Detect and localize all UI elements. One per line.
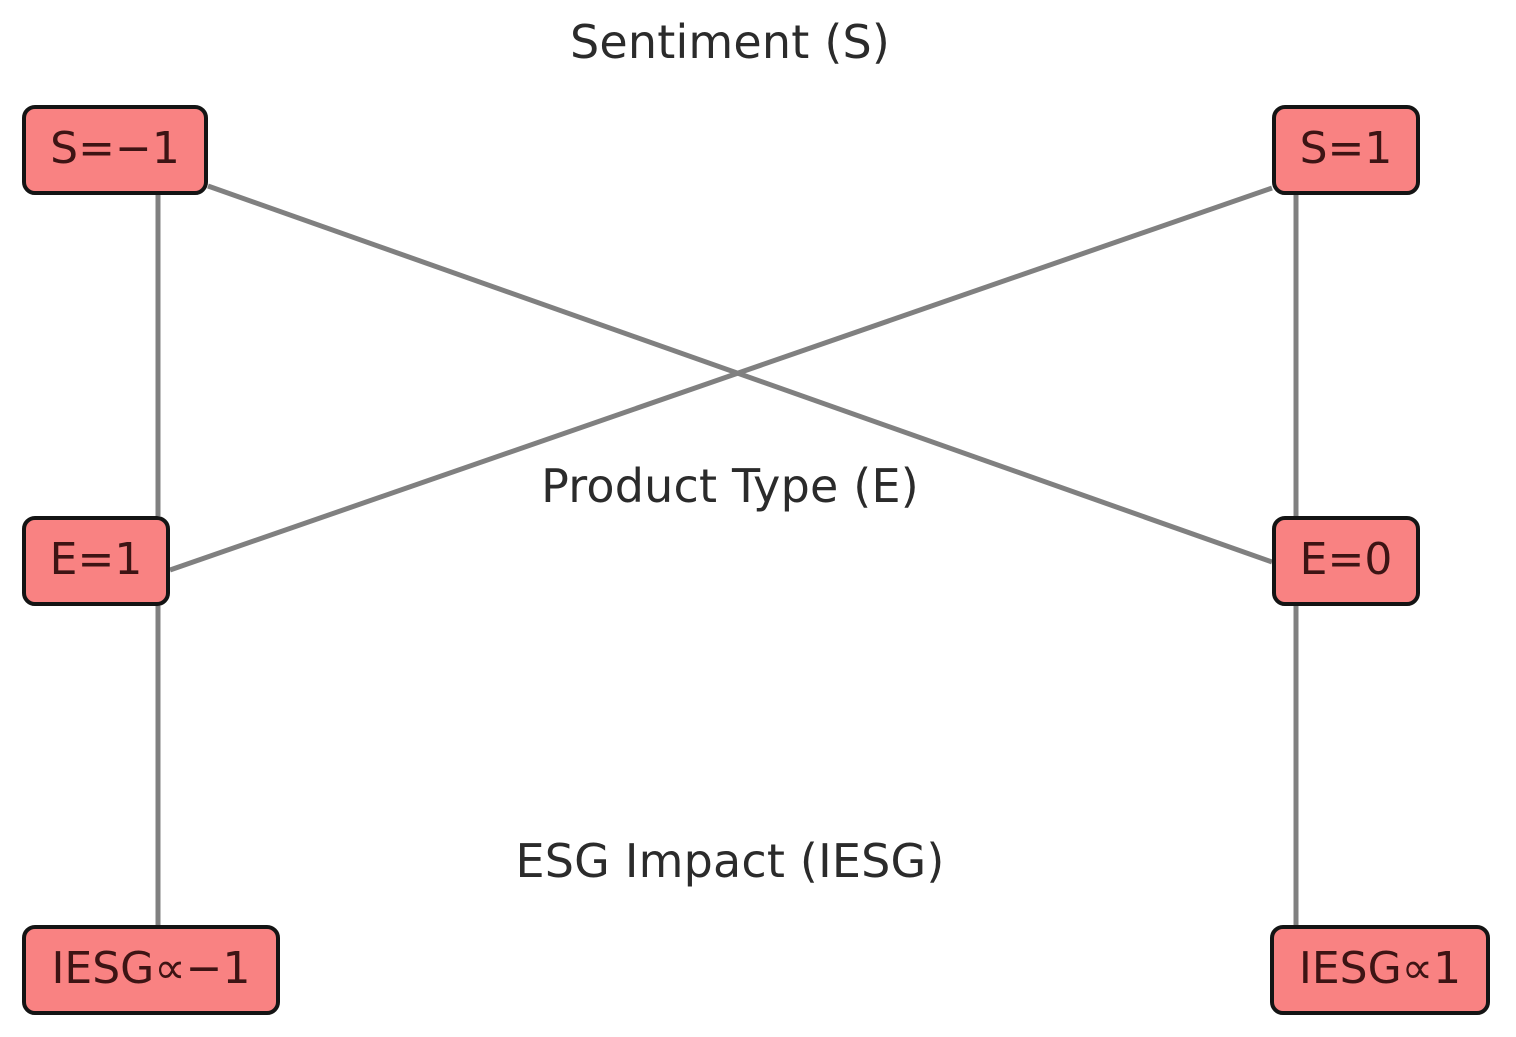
node-label-s-neg-1: S=−1: [50, 123, 180, 174]
node-label-s-1: S=1: [1299, 123, 1393, 174]
node-label-e-0: E=0: [1299, 534, 1393, 585]
node-e-0[interactable]: E=0: [1272, 516, 1420, 606]
node-s-neg-1[interactable]: S=−1: [22, 105, 208, 195]
node-label-e-1: E=1: [49, 534, 143, 585]
edge-s1-to-e1: [169, 185, 1273, 573]
group-title-esg-impact: ESG Impact (IESG): [515, 834, 945, 888]
node-e-1[interactable]: E=1: [22, 516, 170, 606]
node-iesg-neg-1[interactable]: IESG∝−1: [22, 925, 280, 1015]
node-label-iesg-neg-1: IESG∝−1: [51, 943, 251, 994]
node-iesg-1[interactable]: IESG∝1: [1270, 925, 1490, 1015]
group-title-sentiment: Sentiment (S): [569, 15, 891, 69]
node-s-1[interactable]: S=1: [1272, 105, 1420, 195]
group-title-product-type: Product Type (E): [541, 459, 919, 513]
node-label-iesg-1: IESG∝1: [1298, 943, 1462, 994]
